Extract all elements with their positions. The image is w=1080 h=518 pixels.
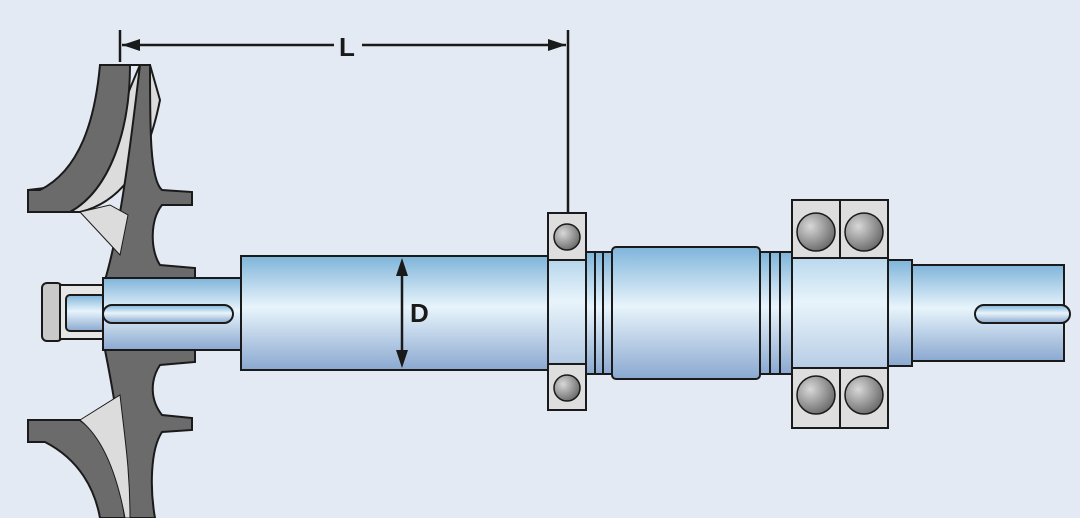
impeller-disc-top — [103, 64, 196, 281]
bearing-ball — [553, 223, 581, 251]
bearing-ball — [844, 375, 884, 415]
shaft — [102, 246, 1071, 380]
diameter-dimension — [396, 258, 408, 368]
shaft-grooves-2 — [759, 251, 793, 375]
diameter-label: D — [410, 298, 429, 328]
impeller-vane-top — [79, 204, 129, 257]
shaft-grooves-1 — [585, 251, 613, 375]
shaft-main-section — [240, 255, 550, 371]
radial-bearing — [547, 212, 587, 411]
bearing-ball — [796, 375, 836, 415]
length-dimension — [118, 30, 570, 213]
bearing-ball — [796, 212, 836, 252]
impeller — [27, 64, 196, 518]
shaft-collar — [887, 259, 913, 367]
shaft-middle-section — [611, 246, 761, 380]
bearing-ball — [844, 212, 884, 252]
length-label: L — [339, 32, 355, 62]
impeller-nut — [41, 282, 106, 342]
impeller-shroud-outer-top — [27, 64, 132, 213]
keyway-coupling — [974, 304, 1071, 324]
bearing-ball — [553, 374, 581, 402]
thrust-bearing-pair — [791, 199, 889, 429]
keyway-impeller — [102, 304, 234, 324]
